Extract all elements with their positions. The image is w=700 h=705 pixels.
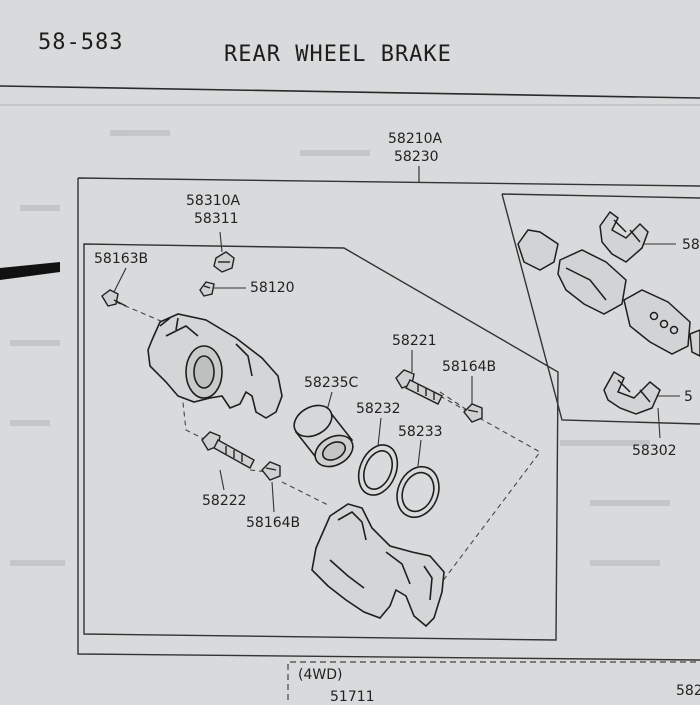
callout-piston-boot: 58233: [398, 424, 443, 440]
pad-kit-box: [501, 193, 700, 425]
piston-boot-part: [396, 465, 440, 519]
lower-guide-pin-part: [201, 431, 255, 469]
page-title: REAR WHEEL BRAKE: [224, 42, 452, 67]
edge-marker: [0, 262, 60, 280]
footer-part-right: 582: [676, 683, 700, 699]
piston-part: [293, 404, 354, 468]
callout-guide-bolt: 58163B: [94, 251, 149, 267]
bracket-bolt-part: [213, 251, 235, 273]
callout-leaders: [113, 231, 680, 513]
callout-pin-bolt-lower: 58222: [202, 493, 247, 509]
assembly-number-b: 58230: [394, 149, 439, 165]
upper-guide-pin-part: [395, 369, 443, 405]
callout-bleeder-screw: 58120: [250, 280, 295, 296]
page-number: 58-583: [38, 30, 124, 55]
callout-pad-clip-lower: 5: [684, 389, 693, 405]
caliper-bracket-part: [311, 503, 445, 628]
guide-bolt-part: [101, 289, 127, 307]
callout-boot-lower: 58164B: [246, 515, 301, 531]
callout-piston: 58235C: [304, 375, 359, 391]
piston-seal-part: [357, 444, 399, 496]
footer-part-left: 51711: [330, 689, 375, 705]
callout-piston-seal: 58232: [356, 401, 401, 417]
header-rule: [0, 85, 700, 99]
callout-pad-kit: 58302: [632, 443, 677, 459]
background-bleed: [0, 104, 700, 566]
variant-box: [287, 661, 700, 700]
bleeder-screw-part: [199, 281, 215, 297]
callout-boot-upper: 58164B: [442, 359, 497, 375]
caliper-box: [83, 243, 559, 641]
callout-pad-clip-upper: 58: [682, 237, 700, 253]
callout-bracket-a: 58310A: [186, 193, 241, 209]
pad-kit-parts: [517, 210, 700, 415]
assembly-box: [77, 177, 700, 661]
callout-pin-bolt-upper: 58221: [392, 333, 437, 349]
assembly-number-a: 58210A: [388, 131, 443, 147]
callout-bracket-b: 58311: [194, 211, 239, 227]
lower-boot-part: [261, 461, 281, 481]
caliper-housing-part: [147, 313, 283, 419]
variant-label: (4WD): [298, 667, 343, 683]
upper-boot-part: [463, 403, 483, 423]
